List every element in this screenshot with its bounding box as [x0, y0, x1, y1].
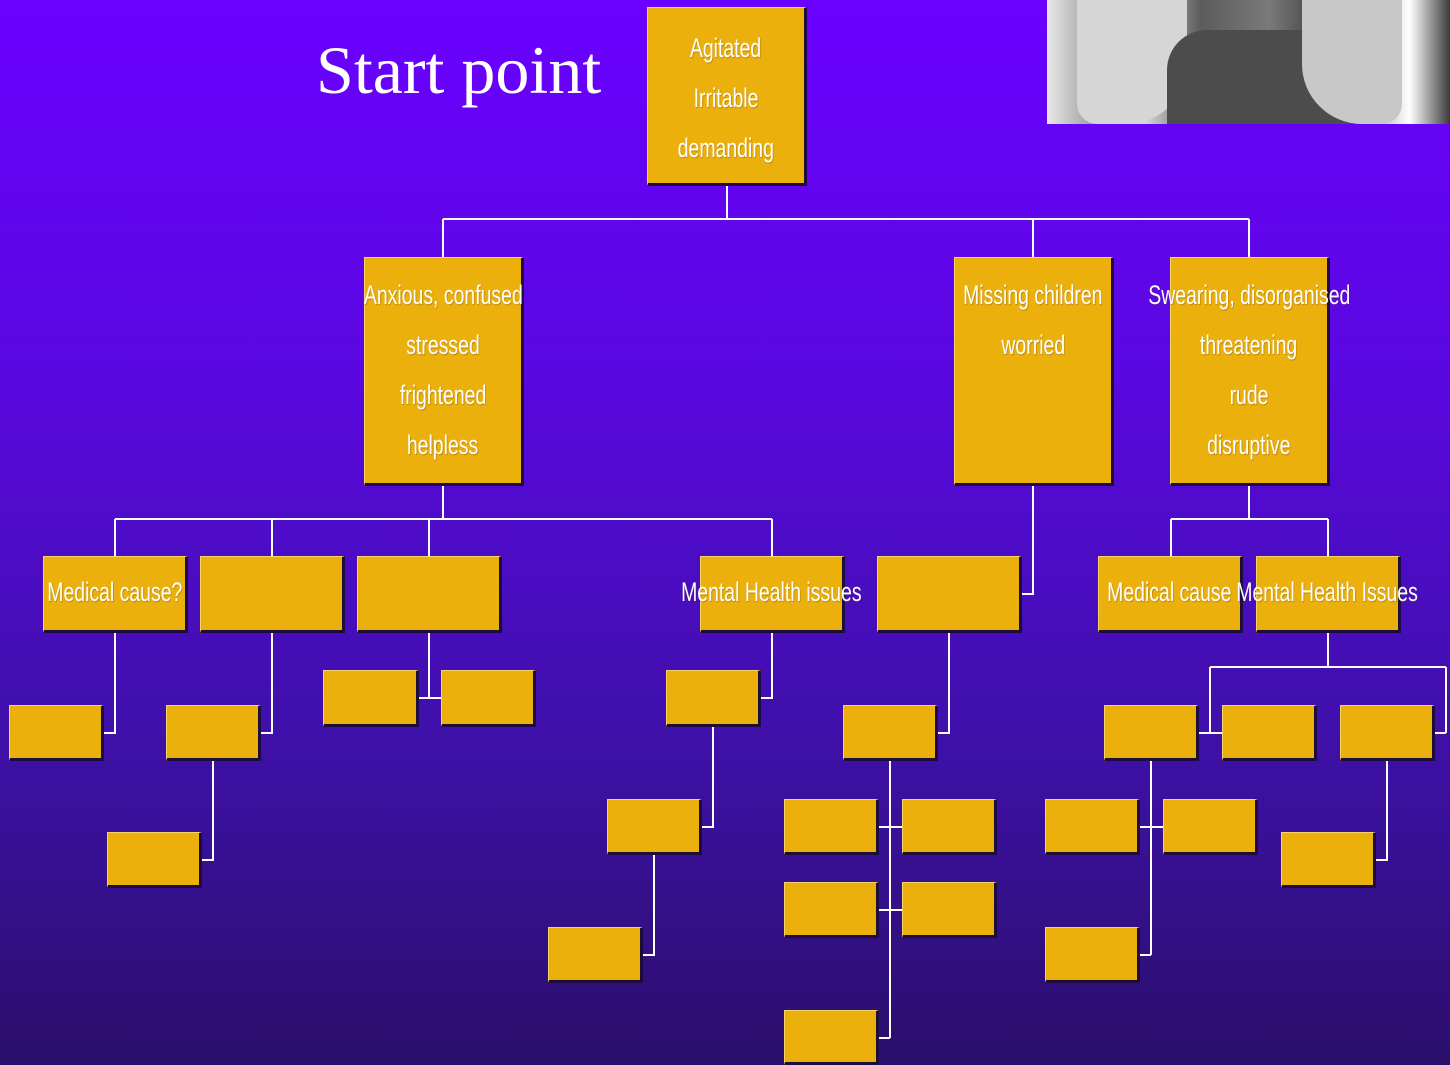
node-empty	[1340, 705, 1435, 761]
node-text: helpless	[407, 430, 479, 460]
node-empty	[200, 556, 345, 633]
node-text: Swearing, disorganised	[1147, 280, 1351, 310]
photo-hand-right	[1302, 0, 1402, 124]
node-mental-health-issues-2: Mental Health Issues	[1237, 556, 1418, 633]
node-empty	[357, 556, 502, 633]
node-empty	[877, 556, 1022, 633]
node-text: Medical cause	[1107, 577, 1232, 607]
node-empty	[607, 799, 702, 855]
node-text: frightened	[399, 380, 487, 410]
node-empty	[166, 705, 261, 761]
node-text: rude	[1229, 380, 1269, 410]
node-medical-cause: Medical cause	[1098, 556, 1243, 633]
root-node: Agitated Irritable demanding	[647, 7, 807, 186]
node-empty	[666, 670, 761, 727]
page-title: Start point	[316, 32, 602, 108]
node-text: Agitated	[690, 33, 762, 63]
node-empty	[1222, 705, 1317, 761]
node-empty	[441, 670, 536, 727]
node-text: Mental Health Issues	[1236, 577, 1419, 607]
node-swearing: Swearing, disorganised threatening rude …	[1148, 257, 1350, 486]
node-empty	[323, 670, 419, 727]
node-missing-children: Missing children worried	[954, 257, 1114, 486]
node-empty	[784, 799, 879, 855]
node-empty	[1281, 832, 1376, 888]
node-text: threatening	[1200, 330, 1298, 360]
node-empty	[784, 1010, 879, 1065]
node-text: Anxious, confused	[363, 280, 523, 310]
node-text: Irritable	[693, 83, 759, 113]
node-text: Missing children	[963, 280, 1103, 310]
node-empty	[843, 705, 938, 761]
node-text: Mental Health issues	[681, 577, 862, 607]
node-empty	[1045, 927, 1140, 983]
node-empty	[1163, 799, 1258, 855]
node-anxious: Anxious, confused stressed frightened he…	[364, 257, 524, 486]
node-empty	[784, 882, 879, 938]
node-mental-health-issues: Mental Health issues	[681, 556, 862, 633]
node-empty	[107, 832, 202, 888]
node-empty	[902, 799, 997, 855]
node-text: worried	[1001, 330, 1065, 360]
node-empty	[548, 927, 643, 983]
node-text: demanding	[677, 133, 775, 163]
node-text: disruptive	[1207, 430, 1291, 460]
person-photo	[1047, 0, 1450, 124]
node-text: Medical cause?	[46, 577, 183, 607]
node-empty	[9, 705, 104, 761]
node-text: stressed	[406, 330, 480, 360]
node-empty	[1045, 799, 1140, 855]
node-empty	[902, 882, 997, 938]
node-empty	[1104, 705, 1199, 761]
node-medical-cause-question: Medical cause?	[43, 556, 188, 633]
